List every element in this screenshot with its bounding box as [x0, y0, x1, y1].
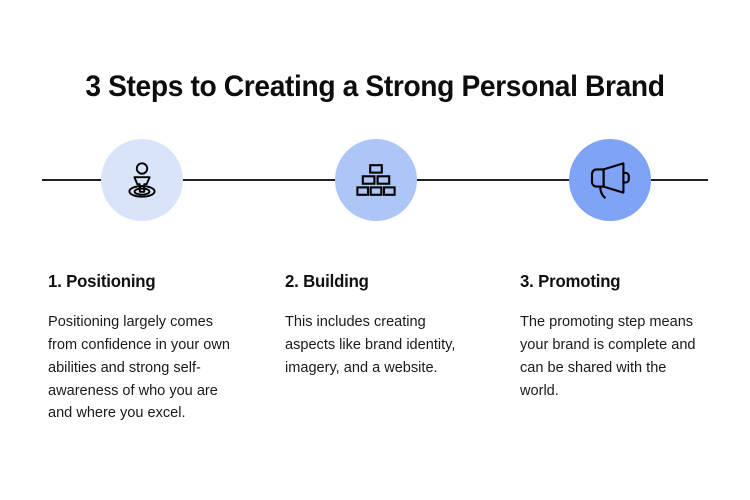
step-body-1: Positioning largely comes from confidenc… [48, 313, 230, 422]
step-node-2 [335, 139, 417, 221]
step-column-1: 1. Positioning Positioning largely comes… [48, 271, 248, 425]
brick-pyramid-icon [356, 163, 396, 197]
megaphone-icon [587, 159, 633, 201]
timeline-nodes [0, 139, 750, 221]
step-body-3: The promoting step means your brand is c… [520, 313, 696, 399]
step-column-3: 3. Promoting The promoting step means yo… [520, 271, 705, 402]
person-location-icon [120, 158, 164, 202]
step-heading-3: 3. Promoting [520, 271, 621, 291]
step-body-2: This includes creating aspects like bran… [285, 313, 456, 376]
step-heading-1: 1. Positioning [48, 271, 156, 291]
step-node-1 [101, 139, 183, 221]
steps-columns: 1. Positioning Positioning largely comes… [0, 271, 750, 472]
step-node-3 [569, 139, 651, 221]
page-title: 3 Steps to Creating a Strong Personal Br… [85, 70, 665, 104]
step-column-2: 2. Building This includes creating aspec… [285, 271, 465, 380]
step-heading-2: 2. Building [285, 271, 369, 291]
